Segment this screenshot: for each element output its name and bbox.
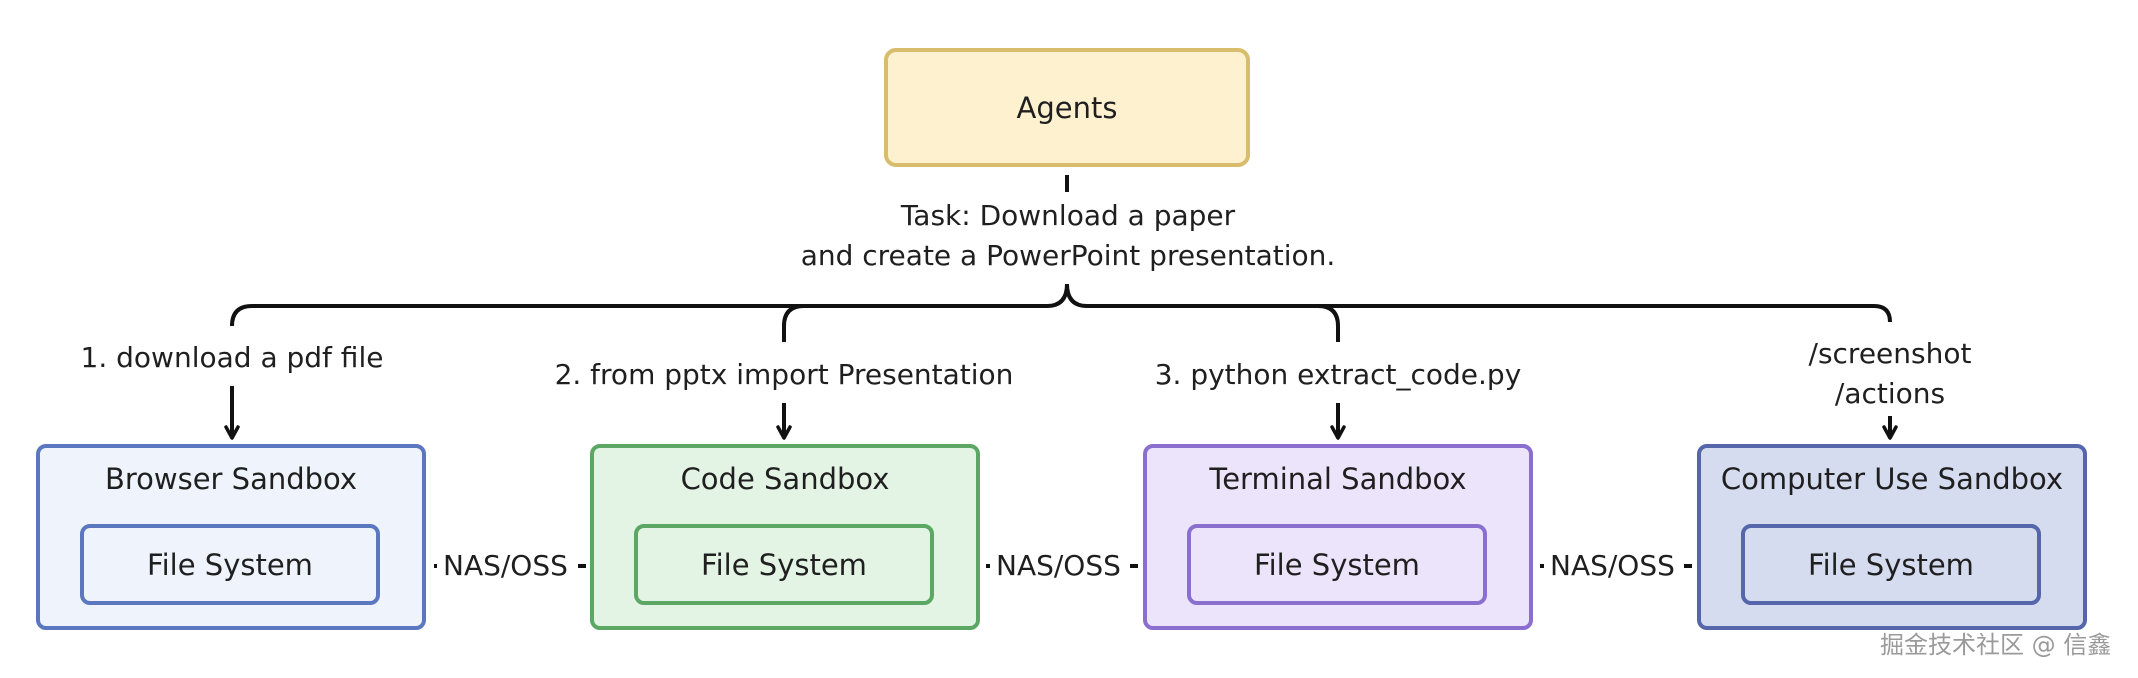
- branch-label-code: 2. from pptx import Presentation: [554, 358, 1014, 391]
- branch-label-browser: 1. download a pdf file: [80, 341, 384, 374]
- code-file-system-label: File System: [701, 547, 867, 582]
- task-line-1: Task: Download a paper: [900, 199, 1236, 232]
- branch-label-terminal: 3. python extract_code.py: [1154, 358, 1522, 391]
- browser-sandbox-title: Browser Sandbox: [104, 462, 358, 496]
- brace-drop-code: [782, 304, 805, 342]
- computer-use-sandbox-title: Computer Use Sandbox: [1720, 462, 2064, 496]
- computer-use-file-system-label: File System: [1808, 547, 1974, 582]
- agents-label: Agents: [1016, 90, 1118, 125]
- task-brace: [230, 283, 1892, 327]
- link-label-2: NAS/OSS: [990, 548, 1127, 584]
- code-file-system: File System: [634, 524, 934, 605]
- agents-node: Agents: [884, 48, 1250, 167]
- link-label-3: NAS/OSS: [1544, 548, 1681, 584]
- computer-use-sandbox: Computer Use Sandbox File System: [1697, 444, 2087, 630]
- computer-use-file-system: File System: [1741, 524, 2041, 605]
- browser-file-system: File System: [80, 524, 380, 605]
- terminal-sandbox-title: Terminal Sandbox: [1209, 462, 1467, 496]
- task-line-2: and create a PowerPoint presentation.: [800, 239, 1336, 272]
- terminal-file-system-label: File System: [1254, 547, 1420, 582]
- terminal-file-system: File System: [1187, 524, 1487, 605]
- link-label-1: NAS/OSS: [437, 548, 574, 584]
- code-sandbox: Code Sandbox File System: [590, 444, 980, 630]
- branch-label-computer-line-1: /screenshot: [1808, 337, 1972, 370]
- task-description: Task: Download a paper and create a Powe…: [768, 196, 1368, 276]
- brace-drop-terminal: [1317, 304, 1340, 342]
- watermark: 掘金技术社区 @ 信鑫: [1880, 631, 2112, 659]
- branch-label-computer: /screenshot /actions: [1740, 334, 2040, 414]
- branch-label-computer-line-2: /actions: [1834, 377, 1946, 410]
- code-sandbox-title: Code Sandbox: [680, 462, 890, 496]
- terminal-sandbox: Terminal Sandbox File System: [1143, 444, 1533, 630]
- browser-file-system-label: File System: [147, 547, 313, 582]
- browser-sandbox: Browser Sandbox File System: [36, 444, 426, 630]
